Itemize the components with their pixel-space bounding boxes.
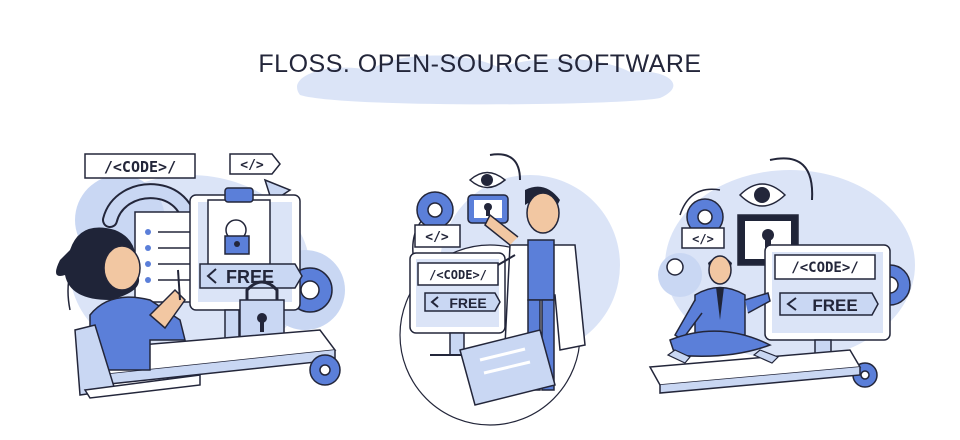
code-label: /<CODE>/ (791, 260, 858, 276)
lock-icon (467, 194, 509, 224)
chevron-left-icon (430, 296, 439, 308)
page-title: FLOSS. OPEN-SOURCE SOFTWARE (258, 50, 702, 78)
free-label: FREE (449, 295, 486, 311)
document-card (459, 329, 556, 406)
code-label: /<CODE>/ (429, 268, 487, 282)
header: FLOSS. OPEN-SOURCE SOFTWARE (0, 0, 960, 120)
scene-developer-standing: </> /<CODE>/ FREE (380, 145, 620, 426)
scene-developer-meditating: </> /<CODE>/ FREE (648, 145, 920, 395)
scene-developer-desk: /<CODE>/ </> (40, 140, 350, 400)
chevron-left-icon (206, 268, 217, 284)
html-tag-box: </> (229, 153, 281, 175)
code-label: /<CODE>/ (104, 158, 176, 176)
code-tag-box: /<CODE>/ (417, 262, 499, 286)
code-tag-box: /<CODE>/ (774, 254, 876, 280)
eye-icon (738, 157, 814, 207)
lock-icon (207, 187, 271, 271)
gear-icon (416, 191, 454, 229)
tag-label: </> (240, 158, 264, 173)
chevron-left-icon (786, 297, 797, 311)
gear-icon (309, 354, 341, 386)
html-tag-box: </> (681, 227, 725, 249)
free-label: FREE (812, 296, 857, 315)
eye-icon (468, 153, 521, 189)
code-tag-box: /<CODE>/ (84, 153, 196, 179)
tag-label: </> (692, 232, 714, 246)
free-badge: FREE (199, 263, 303, 289)
free-badge: FREE (424, 292, 501, 312)
person-man (666, 255, 780, 364)
html-tag-box: </> (414, 224, 461, 248)
gear-icon (686, 198, 724, 236)
title-cloud-decoration (297, 55, 674, 105)
tag-label: </> (425, 230, 449, 245)
free-badge: FREE (779, 292, 879, 316)
person-woman (56, 227, 186, 371)
